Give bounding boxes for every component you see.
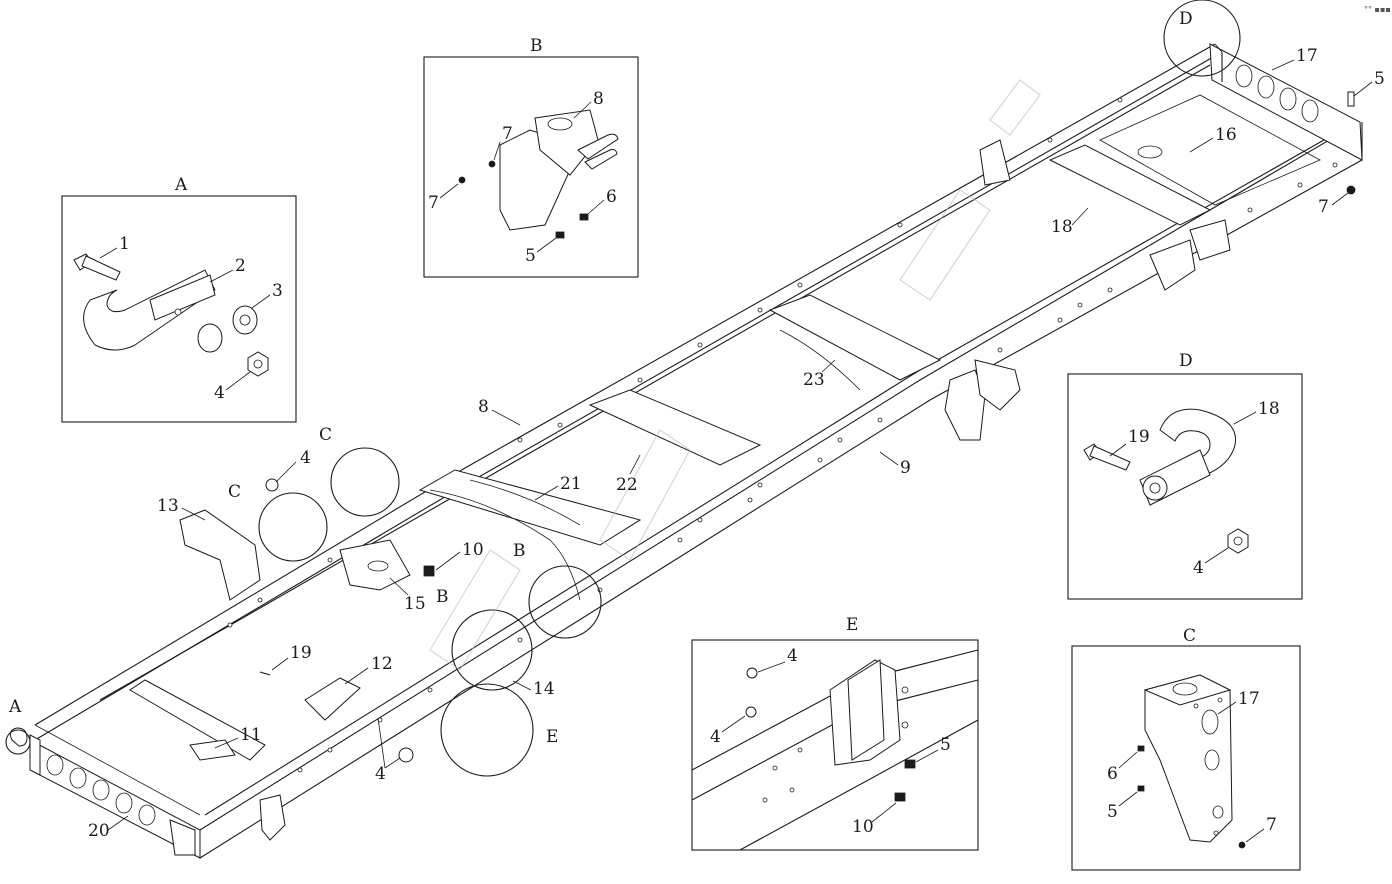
detail-b-label-8: 8 bbox=[593, 89, 604, 109]
detail-e-label-4a: 4 bbox=[787, 646, 798, 666]
callout-e: E bbox=[546, 727, 558, 747]
detail-e-label-4b: 4 bbox=[710, 727, 721, 747]
callout-circle-b2 bbox=[451, 609, 533, 691]
callout-c-2: C bbox=[319, 425, 332, 445]
label-21: 21 bbox=[560, 474, 582, 494]
label-14: 14 bbox=[533, 679, 555, 699]
watermark bbox=[429, 79, 1041, 671]
label-12: 12 bbox=[371, 654, 393, 674]
label-22: 22 bbox=[616, 475, 638, 495]
detail-d: D 18 19 4 bbox=[1067, 351, 1303, 600]
callout-b-1: B bbox=[513, 541, 526, 561]
detail-b-label-7a: 7 bbox=[502, 124, 513, 144]
detail-d-label-18: 18 bbox=[1258, 399, 1280, 419]
label-17: 17 bbox=[1296, 46, 1318, 66]
detail-c-title: C bbox=[1183, 626, 1196, 646]
chassis-frame bbox=[9, 43, 1363, 859]
callout-circle-c1 bbox=[258, 492, 328, 562]
label-23: 23 bbox=[803, 370, 825, 390]
detail-e-title: E bbox=[846, 615, 858, 635]
label-11: 11 bbox=[240, 725, 262, 745]
label-8: 8 bbox=[478, 397, 489, 417]
callout-d: D bbox=[1179, 9, 1193, 29]
detail-b-label-7b: 7 bbox=[428, 193, 439, 213]
callout-circle-e bbox=[440, 683, 534, 777]
detail-a: A 1 2 3 4 bbox=[61, 175, 297, 423]
detail-b: B 8 7 7 6 5 bbox=[423, 36, 639, 278]
detail-d-title: D bbox=[1179, 351, 1193, 371]
detail-d-label-19: 19 bbox=[1128, 427, 1150, 447]
detail-d-label-4: 4 bbox=[1193, 558, 1204, 578]
label-9: 9 bbox=[900, 458, 911, 478]
label-15: 15 bbox=[404, 594, 426, 614]
detail-e: E 4 4 5 10 bbox=[691, 615, 979, 851]
detail-a-label-4: 4 bbox=[214, 383, 225, 403]
detail-c-label-5: 5 bbox=[1107, 802, 1118, 822]
label-5: 5 bbox=[1374, 69, 1385, 89]
label-7: 7 bbox=[1318, 197, 1329, 217]
detail-c: C 17 6 5 7 bbox=[1071, 626, 1301, 871]
detail-b-title: B bbox=[530, 36, 543, 56]
callout-c-1: C bbox=[228, 482, 241, 502]
callout-circle-c2 bbox=[330, 447, 400, 517]
detail-c-label-7: 7 bbox=[1266, 815, 1277, 835]
label-18: 18 bbox=[1051, 217, 1073, 237]
callout-circle-a bbox=[5, 729, 31, 755]
corner-mark: °° ▪▪▪ bbox=[1364, 5, 1391, 14]
main-labels: 4 5 7 8 9 10 11 12 13 14 15 16 17 18 19 … bbox=[88, 46, 1385, 841]
label-19: 19 bbox=[290, 643, 312, 663]
detail-a-title: A bbox=[174, 175, 188, 195]
callout-circle-b1 bbox=[528, 565, 602, 639]
label-4-a: 4 bbox=[300, 448, 311, 468]
label-13: 13 bbox=[157, 496, 179, 516]
callout-b-2: B bbox=[436, 587, 449, 607]
detail-b-label-6: 6 bbox=[606, 187, 617, 207]
callout-circle-d bbox=[1163, 0, 1241, 77]
label-20: 20 bbox=[88, 821, 110, 841]
label-16: 16 bbox=[1215, 125, 1237, 145]
detail-c-label-6: 6 bbox=[1107, 764, 1118, 784]
detail-c-label-17: 17 bbox=[1238, 689, 1260, 709]
detail-e-label-10: 10 bbox=[852, 817, 874, 837]
detail-a-label-3: 3 bbox=[272, 281, 283, 301]
label-4-b: 4 bbox=[375, 764, 386, 784]
detail-e-label-5: 5 bbox=[940, 735, 951, 755]
detail-a-label-2: 2 bbox=[235, 256, 246, 276]
callout-a: A bbox=[8, 697, 22, 717]
detail-a-label-1: 1 bbox=[119, 234, 130, 254]
detail-b-label-5: 5 bbox=[525, 246, 536, 266]
label-10: 10 bbox=[462, 540, 484, 560]
